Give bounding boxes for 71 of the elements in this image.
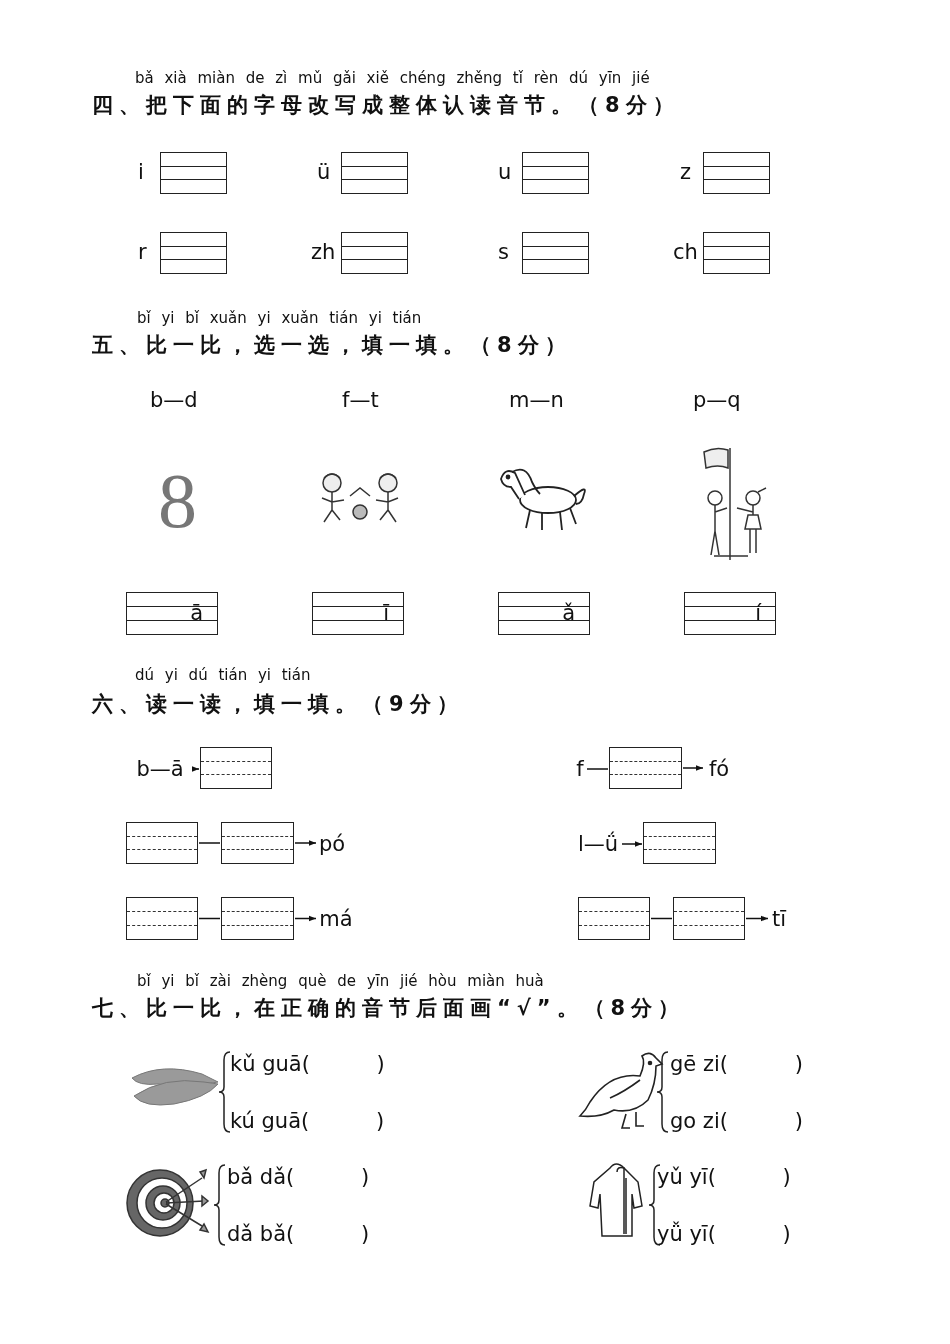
writing-box [126, 822, 198, 864]
writing-box [160, 232, 227, 274]
writing-box [703, 232, 770, 274]
arrow [294, 915, 317, 922]
writing-box [609, 747, 682, 789]
arrow [294, 840, 317, 846]
vowel-text: ā [190, 600, 203, 627]
letter-pair-text: b—d [150, 388, 198, 414]
syllable-text: dǎ bǎ( ) [227, 1222, 370, 1248]
question-heading: 四、把下面的字母改写成整体认读音节。（8分） [92, 93, 680, 119]
syllable-text: f [574, 754, 586, 784]
letter-text: ü [317, 160, 331, 186]
writing-box [684, 592, 776, 635]
vowel-text: í [755, 600, 761, 627]
pinyin-text: bǐ yi bǐ zài zhèng què de yīn jié hòu miàn huà [137, 972, 544, 990]
syllable-text: yǚ yī( ) [657, 1222, 791, 1248]
writing-box [522, 232, 589, 274]
writing-box [126, 897, 198, 940]
syllable-text: fó [704, 754, 734, 784]
syllable-text: pó [317, 829, 347, 859]
letter-text: z [680, 160, 692, 186]
letter-pair-text: m—n [509, 388, 564, 414]
arrow [745, 915, 769, 922]
writing-box [341, 152, 408, 194]
writing-box [200, 747, 272, 789]
letter-text: u [498, 160, 512, 186]
writing-box [160, 152, 227, 194]
syllable-text: l—ǘ [575, 829, 621, 859]
letter-text: s [498, 240, 509, 266]
vowel-text: ī [383, 600, 389, 627]
letter-text: i [138, 160, 144, 186]
writing-box [673, 897, 745, 940]
pinyin-text: bǎ xià miàn de zì mǔ gǎi xiě chéng zhěng tǐ rèn dú yīn jié [135, 69, 650, 87]
syllable-text: tī [769, 904, 789, 934]
number-text: 8 [158, 462, 197, 540]
connector-line [586, 768, 609, 770]
syllable-text: b—ā [124, 754, 196, 784]
writing-box [522, 152, 589, 194]
writing-box [643, 822, 716, 864]
writing-box [341, 232, 408, 274]
syllable-text: má [317, 904, 355, 934]
syllable-text: go zi( ) [670, 1109, 803, 1135]
writing-box [126, 592, 218, 635]
syllable-text: bǎ dǎ( ) [227, 1165, 370, 1191]
letter-text: r [138, 240, 147, 266]
question-heading: 六、读一读，填一填。（9分） [92, 692, 464, 718]
syllable-text: yǔ yī( ) [657, 1165, 791, 1191]
letter-pair-text: p—q [693, 388, 741, 414]
vowel-text: ǎ [562, 600, 575, 627]
pinyin-text: bǐ yi bǐ xuǎn yi xuǎn tián yi tián [137, 309, 422, 327]
pinyin-text: dú yi dú tián yi tián [135, 666, 311, 684]
syllable-text: gē zi( ) [670, 1052, 803, 1078]
writing-box [498, 592, 590, 635]
letter-text: ch [673, 240, 698, 266]
writing-box [578, 897, 650, 940]
letter-pair-text: f—t [342, 388, 379, 414]
arrow [682, 765, 704, 771]
writing-box [312, 592, 404, 635]
question-heading: 七、比一比，在正确的音节后面画“√”。（8分） [92, 996, 686, 1022]
writing-box [221, 897, 294, 940]
letter-text: zh [311, 240, 336, 266]
writing-box [221, 822, 294, 864]
question-heading: 五、比一比，选一选，填一填。（8分） [92, 333, 572, 359]
connector-line [198, 842, 221, 844]
syllable-text: kú guā( ) [230, 1109, 385, 1135]
syllable-text: kǔ guā( ) [230, 1052, 385, 1078]
arrow [621, 841, 643, 847]
writing-box [703, 152, 770, 194]
connector-line [198, 917, 221, 920]
connector-line [650, 917, 673, 920]
arrow [192, 766, 200, 772]
